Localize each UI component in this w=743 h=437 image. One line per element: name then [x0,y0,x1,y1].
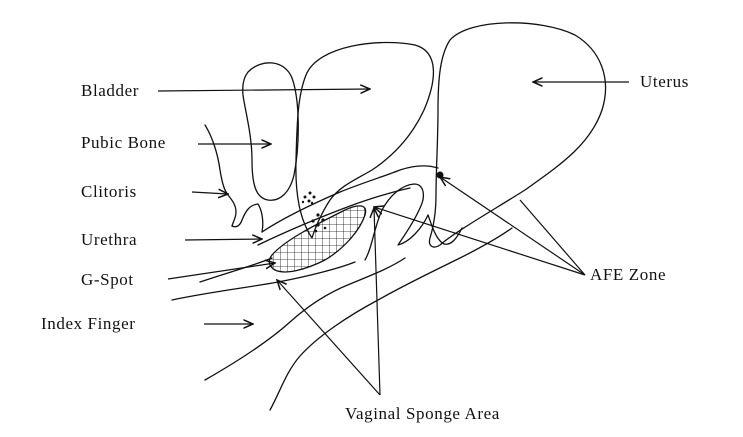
label-uterus: Uterus [640,72,689,91]
label-pubic-bone: Pubic Bone [81,133,166,152]
uterus-outline [428,22,607,248]
g-spot-arrow [167,263,275,280]
sponge-arrow-1 [277,280,381,396]
urethra-upper-line [261,165,439,233]
bladder-arrow [157,89,370,91]
vaginal-upper-wall [199,257,273,283]
label-g-spot: G-Spot [81,270,134,289]
label-index-finger: Index Finger [41,314,136,333]
afe-zone-arrow-1 [440,177,586,276]
perineum-contour [204,257,406,381]
clitoris-arrow [191,192,228,194]
sponge-arrow-2 [374,208,381,396]
urethra-arrow [184,239,262,240]
pubic-bone-outline [242,62,299,201]
label-urethra: Urethra [81,230,138,249]
front-body-contour [204,124,237,227]
urethra-lower-line [257,187,411,246]
label-bladder: Bladder [81,81,140,100]
label-vaginal-sponge-area: Vaginal Sponge Area [345,404,500,423]
rectum-contour [269,227,513,411]
clitoris-contour [231,203,264,233]
label-clitoris: Clitoris [81,182,137,201]
label-afe-zone: AFE Zone [590,265,667,284]
afe-zone-arrow-2 [374,207,586,276]
afe-zone-line-3 [519,199,586,276]
